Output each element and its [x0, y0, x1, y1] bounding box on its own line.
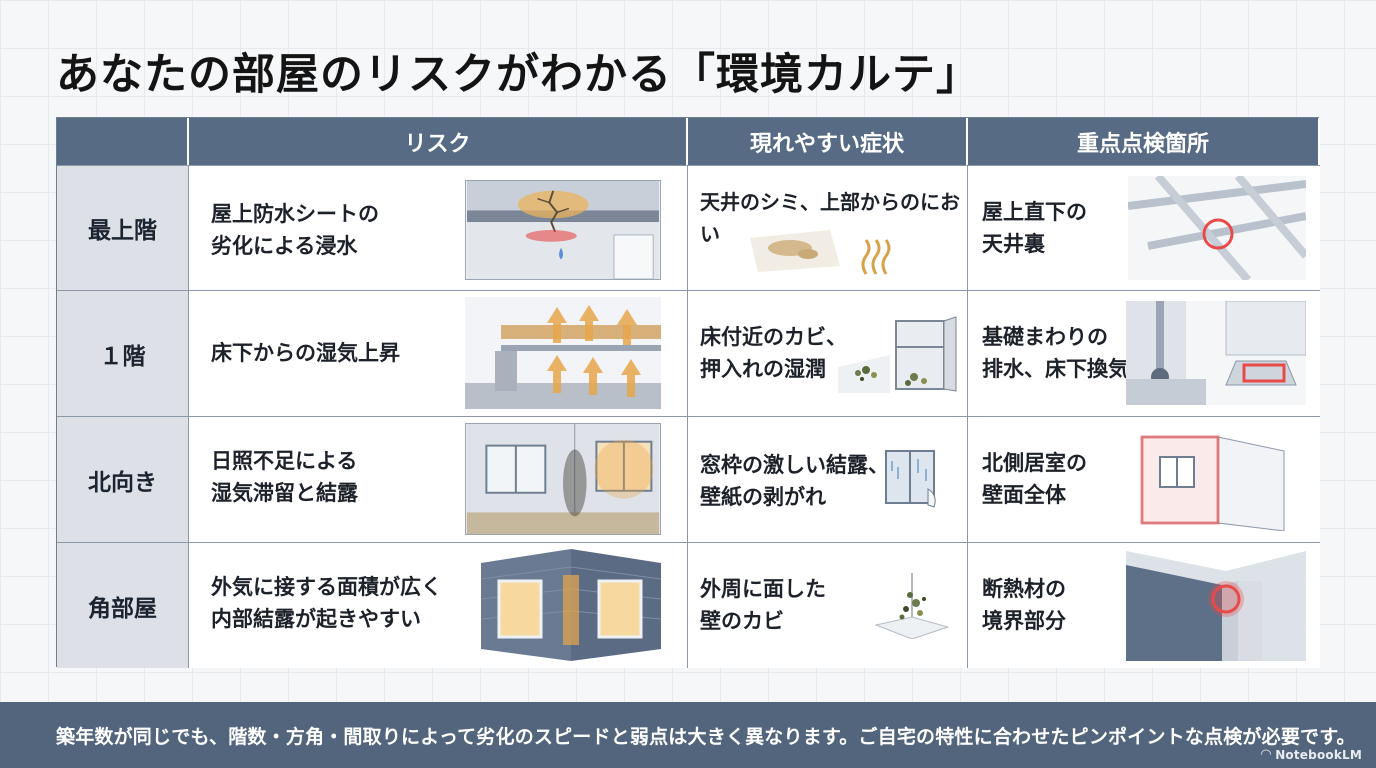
roof-leak-illustration	[465, 180, 661, 280]
closet-mold-illustration	[838, 315, 958, 393]
footer-text: 築年数が同じでも、階数・方角・間取りによって劣化のスピードと弱点は大きく異なりま…	[56, 725, 1356, 748]
row-label-first-floor: １階	[57, 290, 189, 416]
symptom-cell-north-facing: 窓枠の激しい結露、 壁紙の剥がれ	[688, 416, 968, 542]
symptom-cell-top-floor: 天井のシミ、上部からのにおい	[688, 165, 968, 290]
symptom-cell-first-floor: 床付近のカビ、 押入れの湿潤	[688, 290, 968, 416]
wall-mold-icon	[872, 573, 952, 639]
risk-cell-north-facing: 日照不足による 湿気滞留と結露	[189, 416, 688, 542]
condensation-room-illustration	[465, 423, 661, 535]
risk-text: 外気に接する面積が広く 内部結露が起きやすい	[211, 575, 442, 631]
window-condensation-icon	[884, 449, 940, 509]
symptom-text: 天井のシミ、上部からのにおい	[700, 190, 960, 246]
row-label-north-facing: 北向き	[57, 416, 189, 542]
inspection-text: 基礎まわりの 排水、床下換気	[982, 325, 1129, 381]
footer-banner: 築年数が同じでも、階数・方角・間取りによって劣化のスピードと弱点は大きく異なりま…	[0, 702, 1376, 768]
page-title: あなたの部屋のリスクがわかる「環境カルテ」	[56, 50, 980, 100]
header-inspection: 重点点検箇所	[968, 118, 1320, 165]
brand-watermark: ◠ NotebookLM	[1261, 747, 1362, 762]
environment-chart-table: リスク 現れやすい症状 重点点検箇所 最上階 屋上防水シートの 劣化による浸水 …	[56, 117, 1320, 668]
inspection-cell-north-facing: 北側居室の 壁面全体	[968, 416, 1320, 542]
risk-text: 屋上防水シートの 劣化による浸水	[211, 202, 379, 258]
inspection-text: 北側居室の 壁面全体	[982, 451, 1087, 507]
odor-icon	[858, 238, 894, 276]
inspection-cell-first-floor: 基礎まわりの 排水、床下換気	[968, 290, 1320, 416]
row-label-top-floor: 最上階	[57, 165, 189, 290]
inspection-text: 断熱材の 境界部分	[982, 577, 1066, 633]
notebooklm-logo-icon: ◠	[1260, 747, 1272, 762]
symptom-text: 外周に面した 壁のカビ	[700, 577, 826, 633]
symptom-cell-corner-room: 外周に面した 壁のカビ	[688, 542, 968, 668]
inspection-cell-top-floor: 屋上直下の 天井裏	[968, 165, 1320, 290]
header-corner	[57, 118, 189, 165]
row-label-corner-room: 角部屋	[57, 542, 189, 668]
ceiling-space-illustration	[1128, 176, 1306, 280]
foundation-drainage-illustration	[1126, 301, 1306, 405]
risk-text: 床下からの湿気上昇	[211, 341, 400, 365]
inspection-cell-corner-room: 断熱材の 境界部分	[968, 542, 1320, 668]
symptom-text: 床付近のカビ、 押入れの湿潤	[700, 325, 847, 381]
inspection-text: 屋上直下の 天井裏	[982, 200, 1087, 256]
header-symptom: 現れやすい症状	[688, 118, 968, 165]
ceiling-stain-icon	[750, 230, 840, 272]
rising-moisture-illustration	[465, 297, 661, 409]
symptom-text: 窓枠の激しい結露、 壁紙の剥がれ	[700, 453, 889, 509]
risk-cell-first-floor: 床下からの湿気上昇	[189, 290, 688, 416]
insulation-boundary-illustration	[1126, 551, 1306, 661]
risk-cell-top-floor: 屋上防水シートの 劣化による浸水	[189, 165, 688, 290]
corner-room-illustration	[481, 549, 661, 661]
risk-text: 日照不足による 湿気滞留と結露	[211, 449, 358, 505]
risk-cell-corner-room: 外気に接する面積が広く 内部結露が起きやすい	[189, 542, 688, 668]
header-risk: リスク	[189, 118, 688, 165]
brand-label: NotebookLM	[1275, 747, 1362, 762]
north-wall-illustration	[1138, 427, 1288, 531]
